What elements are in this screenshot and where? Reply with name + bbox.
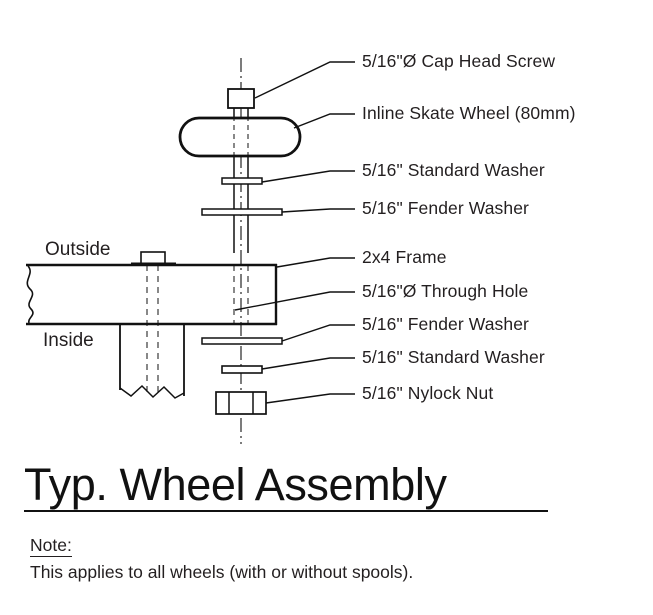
title-underline	[24, 510, 548, 512]
label-outside: Outside	[45, 239, 111, 260]
leader-standard-washer-bottom	[261, 357, 355, 370]
page-title: Typ. Wheel Assembly	[24, 459, 447, 510]
fender-washer-bottom	[201, 337, 283, 345]
leader-frame-2x4	[276, 257, 355, 268]
callout-standard-washer-top: 5/16" Standard Washer	[362, 160, 545, 180]
frame-left-break-line	[26, 265, 34, 324]
label-inside: Inside	[43, 330, 94, 351]
callout-frame-2x4: 2x4 Frame	[362, 247, 447, 267]
inline-skate-wheel-body	[178, 116, 302, 158]
callout-standard-washer-bottom: 5/16" Standard Washer	[362, 347, 545, 367]
left-bolt-head	[140, 251, 166, 265]
leader-standard-washer-top	[261, 170, 355, 183]
title-block: Typ. Wheel Assembly	[24, 462, 554, 512]
callout-through-hole: 5/16"Ø Through Hole	[362, 281, 529, 301]
fender-washer-top	[201, 208, 283, 216]
callout-cap-head-screw: 5/16"Ø Cap Head Screw	[362, 51, 556, 71]
standard-washer-top	[221, 177, 263, 185]
callout-inline-skate-wheel: Inline Skate Wheel (80mm)	[362, 103, 576, 123]
standard-washer-bottom	[221, 365, 263, 374]
leader-inline-skate-wheel	[293, 113, 355, 129]
note-body: This applies to all wheels (with or with…	[30, 562, 414, 583]
leader-fender-washer-bottom	[281, 324, 355, 342]
leader-nylock-nut	[265, 393, 355, 404]
leader-through-hole	[234, 291, 355, 311]
leader-fender-washer-top	[281, 208, 355, 213]
cap-head-screw-head	[227, 88, 255, 109]
note-block: Note: This applies to all wheels (with o…	[30, 535, 414, 583]
vertical-member-break-line	[119, 384, 185, 399]
callout-nylock-nut: 5/16" Nylock Nut	[362, 383, 494, 403]
note-heading: Note:	[30, 535, 72, 558]
leader-cap-head-screw	[254, 61, 355, 99]
nylock-nut-body	[215, 391, 267, 415]
callout-fender-washer-top: 5/16" Fender Washer	[362, 198, 529, 218]
callout-fender-washer-bottom: 5/16" Fender Washer	[362, 314, 529, 334]
